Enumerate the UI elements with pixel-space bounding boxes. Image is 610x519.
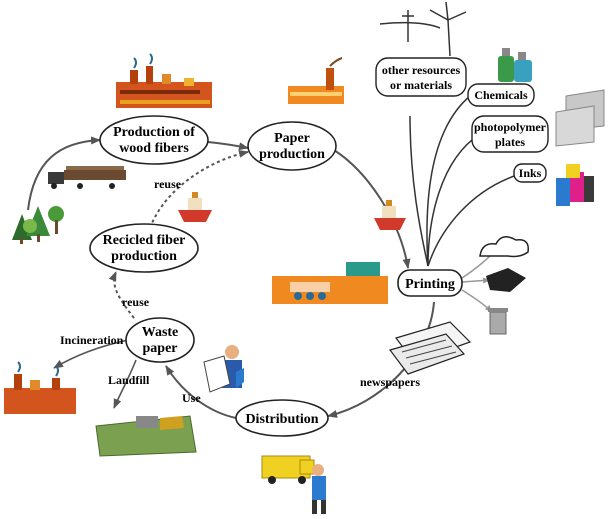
node-label: plates bbox=[495, 135, 525, 149]
incinerator-icon bbox=[4, 361, 76, 414]
node-label: Paper bbox=[274, 131, 310, 146]
arrow-distribution-to-waste bbox=[165, 365, 237, 419]
node-label: Chemicals bbox=[474, 88, 528, 102]
node-paper-production[interactable]: Paper production bbox=[247, 121, 337, 171]
arrow-fibers-to-paper bbox=[207, 141, 249, 151]
node-recycled-fiber[interactable]: Recicled fiber production bbox=[89, 223, 199, 273]
reader-icon bbox=[203, 345, 244, 393]
forest-icon bbox=[12, 206, 64, 244]
arrow-paper-to-printing bbox=[333, 149, 411, 269]
node-chemicals[interactable]: Chemicals bbox=[467, 83, 535, 107]
node-label: Waste bbox=[142, 325, 179, 340]
ship-icon bbox=[374, 200, 406, 230]
node-inks[interactable]: Inks bbox=[513, 163, 547, 183]
node-label: Distribution bbox=[245, 412, 318, 427]
node-label: Inks bbox=[519, 166, 542, 180]
label-landfill: Landfill bbox=[108, 373, 150, 387]
node-printing[interactable]: Printing bbox=[397, 269, 463, 297]
node-distribution[interactable]: Distribution bbox=[235, 399, 329, 437]
paper-mill-icon bbox=[288, 57, 344, 104]
node-label: photopolymer bbox=[474, 120, 547, 134]
arrow-forest-to-fibers bbox=[27, 136, 101, 211]
ship-icon bbox=[178, 192, 212, 222]
arrow-to-landfill bbox=[113, 359, 137, 409]
landfill-icon bbox=[95, 415, 197, 457]
node-other-resources[interactable]: other resources or materials bbox=[375, 57, 467, 97]
label-incineration: Incineration bbox=[60, 333, 124, 347]
arrow-to-incineration bbox=[53, 339, 129, 369]
node-label: production bbox=[111, 249, 177, 264]
arrow-recycled-to-paper bbox=[149, 149, 249, 229]
node-label: other resources bbox=[382, 63, 461, 77]
node-label: or materials bbox=[390, 78, 452, 92]
label-reuse-bottom: reuse bbox=[122, 295, 150, 309]
label-use: Use bbox=[182, 391, 201, 405]
node-photopolymer[interactable]: photopolymer plates bbox=[471, 115, 549, 153]
timber-truck-icon bbox=[48, 166, 126, 189]
node-waste-paper[interactable]: Waste paper bbox=[125, 317, 195, 363]
node-label: paper bbox=[143, 341, 178, 356]
ink-cans-icon bbox=[556, 164, 594, 206]
node-label: Printing bbox=[405, 277, 455, 292]
node-label: Recicled fiber bbox=[103, 233, 186, 248]
chemical-bottles-icon bbox=[498, 48, 532, 82]
node-label: wood fibers bbox=[119, 141, 189, 156]
label-reuse-top: reuse bbox=[154, 177, 182, 191]
node-wood-fibers[interactable]: Production of wood fibers bbox=[99, 115, 209, 165]
resource-fan bbox=[409, 95, 521, 267]
printing-press-icon bbox=[272, 262, 388, 304]
arrow-printing-to-distribution bbox=[327, 301, 435, 418]
node-label: production bbox=[259, 147, 325, 162]
power-line-icon bbox=[379, 10, 441, 42]
node-label: Production of bbox=[113, 125, 195, 140]
arrow-waste-to-recycled bbox=[108, 271, 135, 319]
newspaper-stack-icon bbox=[388, 321, 472, 375]
waste-bin-icon bbox=[488, 308, 508, 335]
label-newspapers: newspapers bbox=[360, 375, 420, 389]
factory-icon bbox=[116, 53, 212, 108]
wind-turbine-icon bbox=[429, 1, 467, 57]
debris-icon bbox=[486, 268, 526, 292]
waste-arrows bbox=[53, 339, 137, 409]
plate-icon bbox=[555, 89, 605, 147]
cloud-icon bbox=[479, 236, 529, 258]
delivery-van-icon bbox=[261, 455, 326, 514]
cycle-arrows bbox=[27, 136, 435, 419]
